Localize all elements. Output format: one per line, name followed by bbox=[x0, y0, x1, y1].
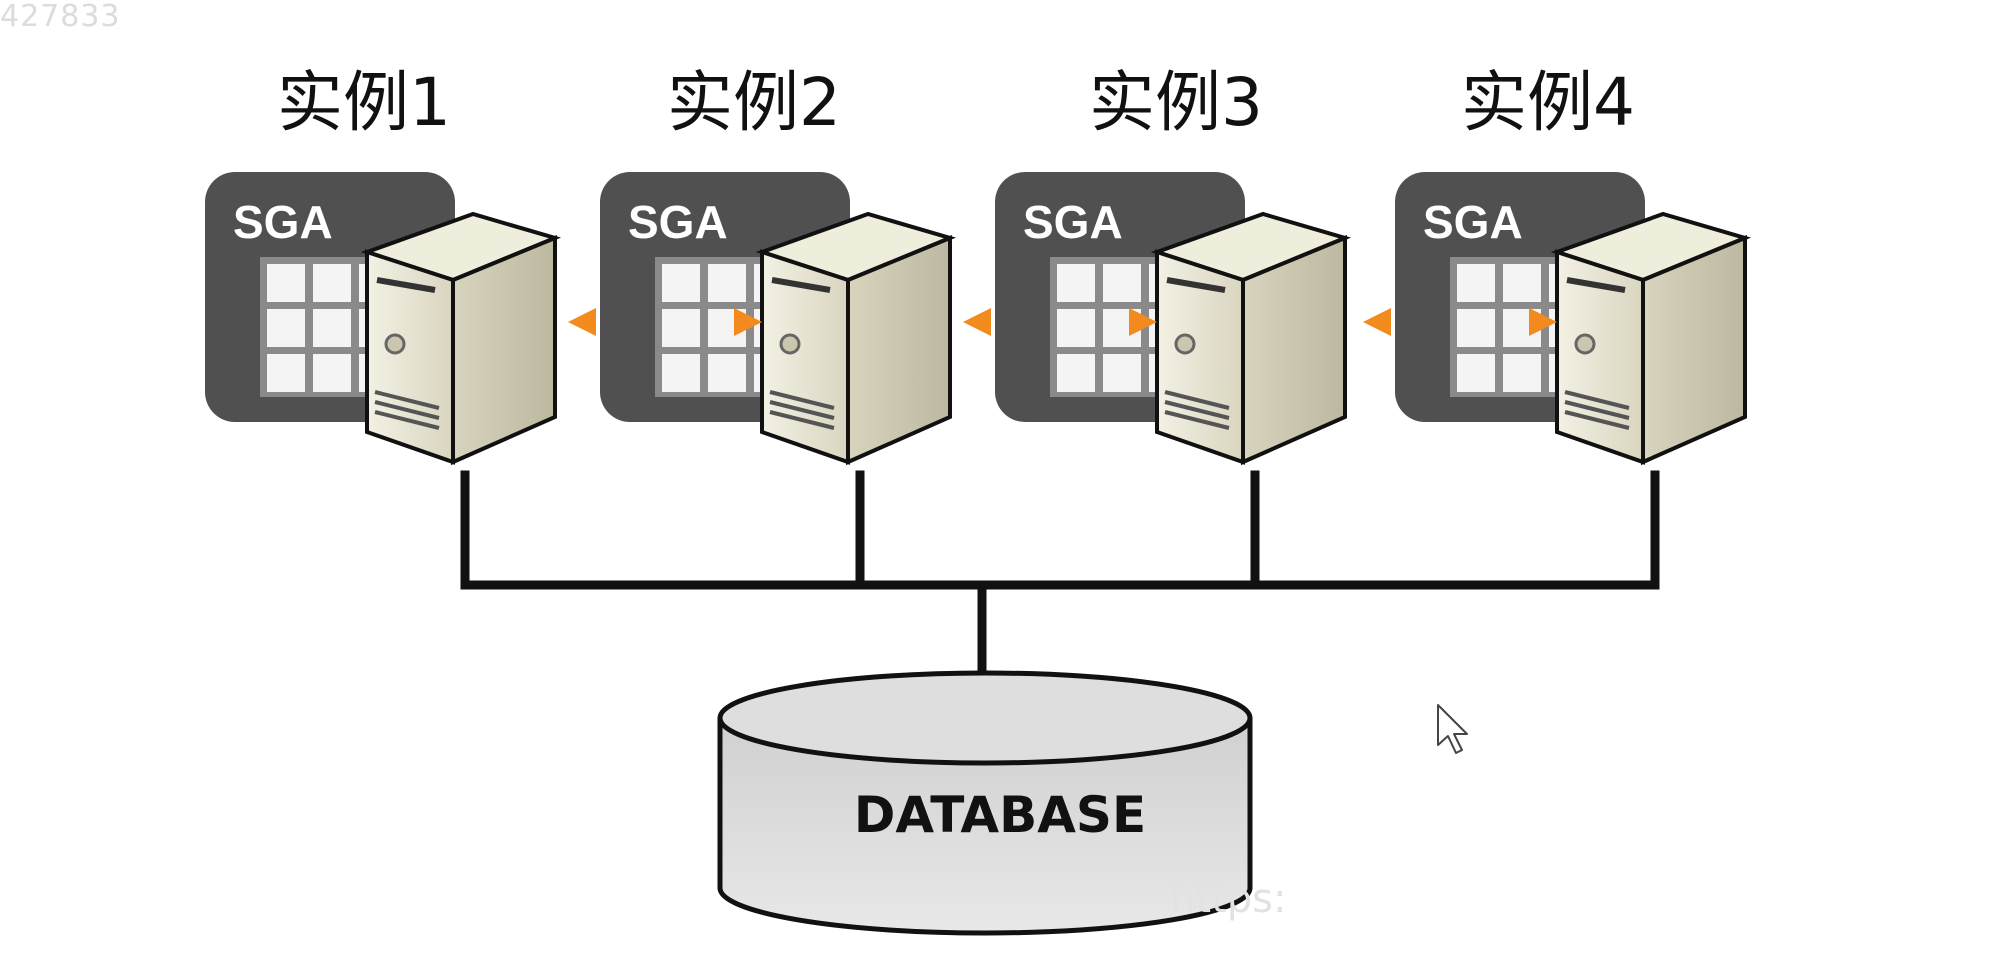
sga-label: SGA bbox=[1023, 196, 1123, 248]
instance-2-label: 实例2 bbox=[667, 64, 841, 141]
instance-4-label: 实例4 bbox=[1461, 64, 1635, 141]
server-tower-icon bbox=[755, 211, 957, 466]
instance-1: SGA bbox=[205, 172, 562, 466]
interconnect-arrow-1-2 bbox=[568, 308, 762, 336]
mouse-pointer-icon bbox=[1437, 704, 1468, 754]
corner-id-text: 427833 bbox=[0, 0, 121, 34]
instance-3: SGA bbox=[995, 172, 1352, 466]
server-tower-icon bbox=[1550, 211, 1752, 466]
server-tower-icon bbox=[1150, 211, 1352, 466]
instance-2: SGA bbox=[600, 172, 957, 466]
sga-label: SGA bbox=[628, 196, 728, 248]
interconnect-arrow-2-3 bbox=[963, 308, 1157, 336]
sga-label: SGA bbox=[1423, 196, 1523, 248]
sga-label: SGA bbox=[233, 196, 333, 248]
database-label: DATABASE bbox=[854, 786, 1146, 844]
instance-4: SGA bbox=[1395, 172, 1752, 466]
sga-panel: SGA bbox=[995, 172, 1245, 422]
instance-3-label: 实例3 bbox=[1089, 64, 1263, 141]
database-connection-bus bbox=[460, 470, 1660, 673]
database-cylinder: DATABASE bbox=[717, 670, 1253, 936]
watermark-text: https: bbox=[1170, 876, 1286, 922]
server-tower-icon bbox=[360, 211, 562, 466]
instance-1-label: 实例1 bbox=[277, 64, 451, 141]
interconnect-arrow-3-4 bbox=[1363, 308, 1557, 336]
